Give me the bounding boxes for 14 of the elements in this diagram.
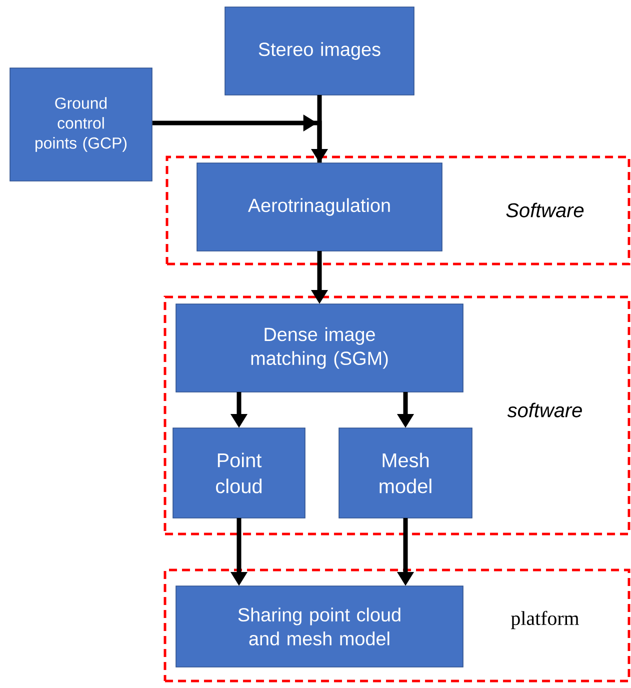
arrow [152,114,322,163]
group-label: software [507,402,582,418]
process-box: Sharing point cloud and mesh model [176,586,464,668]
process-box: Point cloud [172,428,306,518]
process-box: Mesh model [338,428,472,518]
process-box: Stereo images [224,6,414,96]
dashed-group-frame [164,296,630,536]
group-label: platform [511,610,579,630]
process-box: Ground control points (GCP) [10,68,152,182]
dashed-group-frame [166,156,630,266]
process-box: Dense image matching (SGM) [176,304,464,392]
group-label: Software [506,202,584,218]
process-box: Aerotrinagulation [196,162,442,252]
dashed-group-frame [164,568,630,682]
